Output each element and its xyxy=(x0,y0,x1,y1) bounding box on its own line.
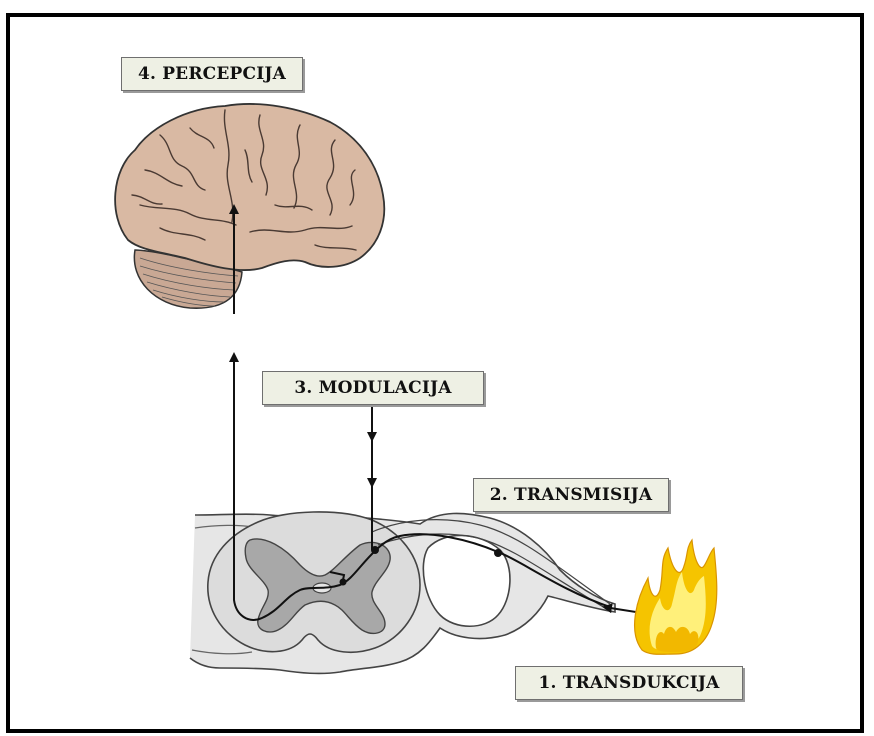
ganglion-cell-dot xyxy=(494,549,502,557)
cerebrum xyxy=(115,104,384,270)
label-perception: 4. PERCEPCIJA xyxy=(121,57,303,91)
interneuron-dot xyxy=(340,579,347,586)
label-transmission: 2. TRANSMISIJA xyxy=(473,478,669,512)
flame-icon xyxy=(635,540,717,654)
brain-icon xyxy=(115,104,384,308)
dorsal-horn-synapse-dot xyxy=(371,546,379,554)
label-modulation: 3. MODULACIJA xyxy=(262,371,484,405)
label-transduction: 1. TRANSDUKCIJA xyxy=(515,666,743,700)
